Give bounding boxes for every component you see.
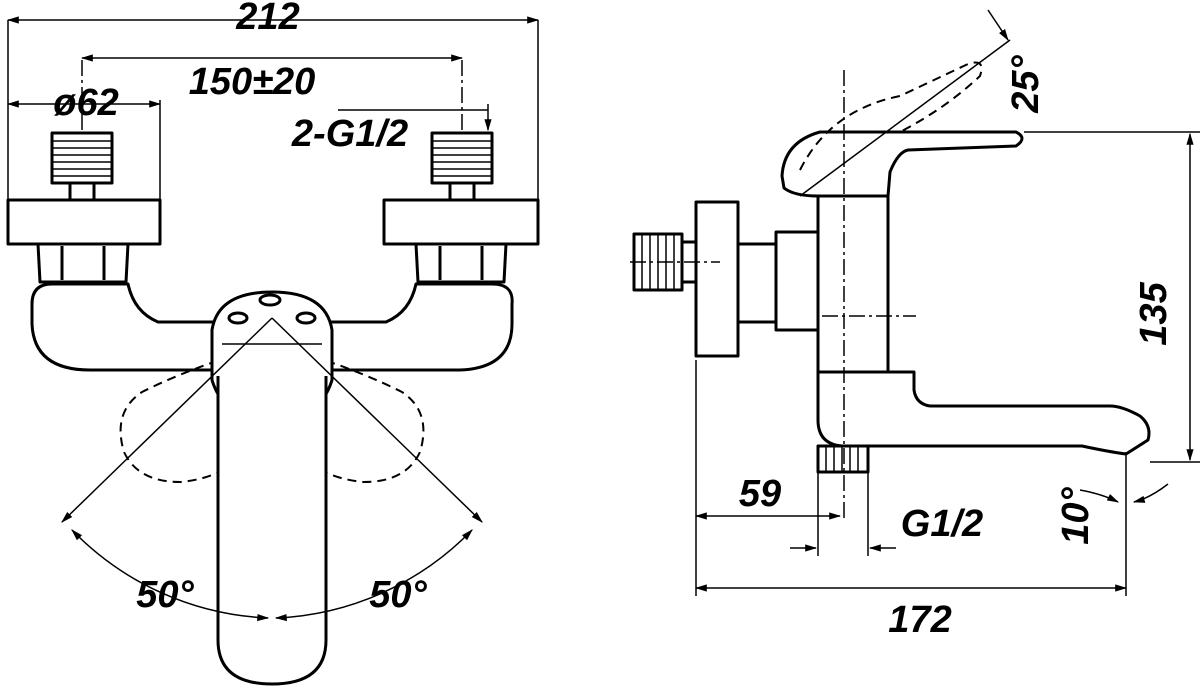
right-hex-nut (414, 242, 508, 284)
side-lever (780, 130, 1024, 198)
right-wall-flange (382, 198, 540, 246)
side-view: 25° 135 59 G1/2 10° 172 (630, 9, 1200, 641)
side-outlet-thread (816, 444, 870, 474)
side-angle-line-25 (799, 39, 1011, 197)
side-valve-body (816, 194, 890, 374)
dim-label-thread: 2-G1/2 (291, 113, 408, 155)
angle-label-spout: 10° (1055, 486, 1097, 544)
side-angle-arc-10-left (1079, 489, 1120, 503)
dim-label-center-distance: 150±20 (189, 61, 316, 103)
left-inlet-thread (50, 131, 114, 203)
dim-label-diameter: ø62 (53, 82, 118, 124)
lever-top-hole (258, 293, 282, 307)
left-hex-nut (36, 242, 130, 284)
side-wall-flange (694, 200, 740, 358)
dim-label-212: 212 (235, 0, 299, 38)
swing-line-left (61, 317, 273, 523)
side-lever-raised-ghost (799, 61, 983, 171)
side-angle-arc-10-right (1132, 483, 1169, 503)
angle-label-left: 50° (136, 574, 194, 616)
swing-line-right (271, 317, 483, 523)
dim-label-outlet-thread: G1/2 (901, 503, 983, 545)
angle-label-handle: 25° (1005, 54, 1047, 113)
dim-label-59: 59 (739, 473, 781, 515)
angle-arc-right (274, 529, 473, 622)
lever-handle (216, 376, 328, 686)
left-wall-flange (6, 198, 162, 246)
side-hex-nut (736, 242, 778, 324)
front-view: 212 150±20 ø62 2-G1/2 50° 50° (6, 0, 540, 686)
lever-right-hole (295, 311, 317, 325)
angle-label-right: 50° (369, 574, 427, 616)
dim-label-135: 135 (1133, 281, 1175, 345)
side-spout (816, 370, 1151, 456)
side-angle-arrow-25 (987, 9, 1009, 41)
angle-arc-left (71, 529, 270, 622)
dim-label-172: 172 (888, 599, 951, 641)
lever-left-hole (227, 311, 249, 325)
right-inlet-thread (430, 131, 494, 203)
